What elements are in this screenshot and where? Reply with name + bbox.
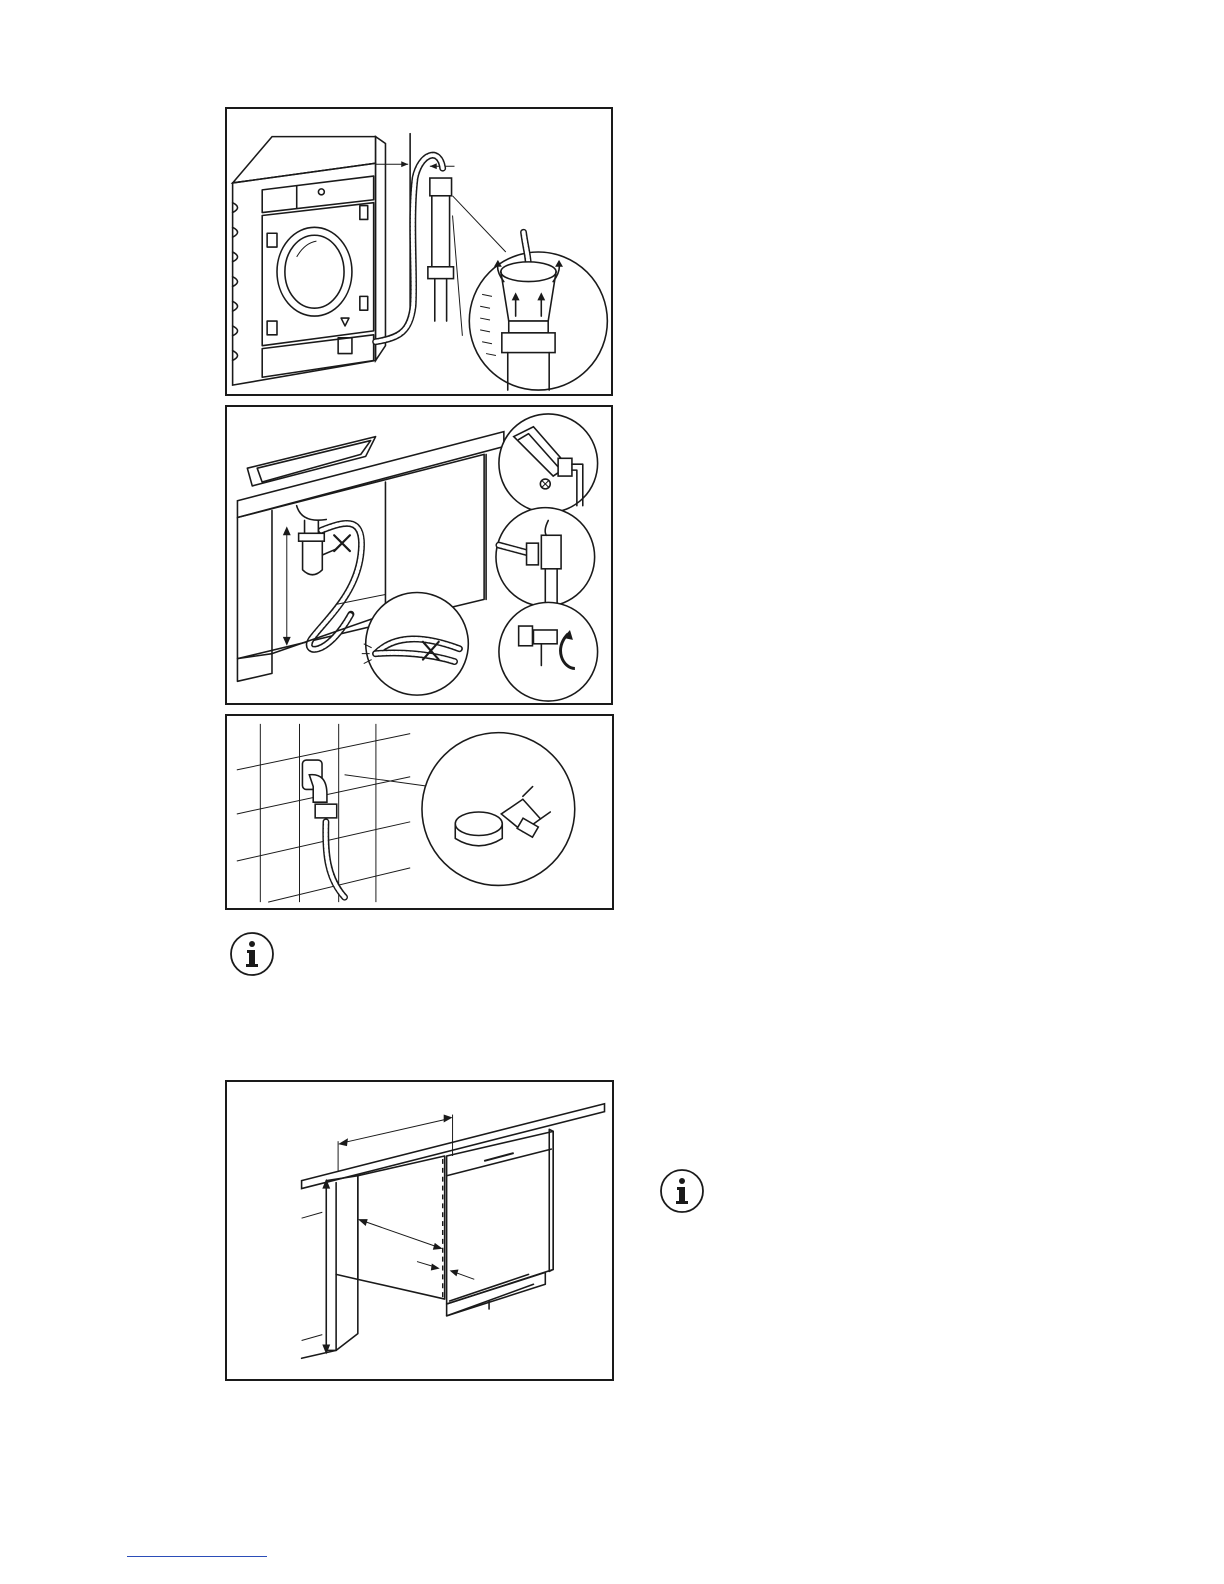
info-icon xyxy=(659,1168,705,1214)
cabinet-dimensions-figure xyxy=(225,1080,614,1381)
sink-trap-figure xyxy=(225,405,613,705)
info-icon xyxy=(229,931,275,977)
cabinet-dimensions-drawing xyxy=(227,1082,612,1379)
sink-trap-drawing xyxy=(227,407,611,703)
drain-standpipe-drawing xyxy=(227,109,611,394)
footer-rule xyxy=(127,1556,267,1557)
inlet-hose-figure xyxy=(225,714,614,910)
inlet-hose-drawing xyxy=(227,716,612,908)
drain-standpipe-figure xyxy=(225,107,613,396)
